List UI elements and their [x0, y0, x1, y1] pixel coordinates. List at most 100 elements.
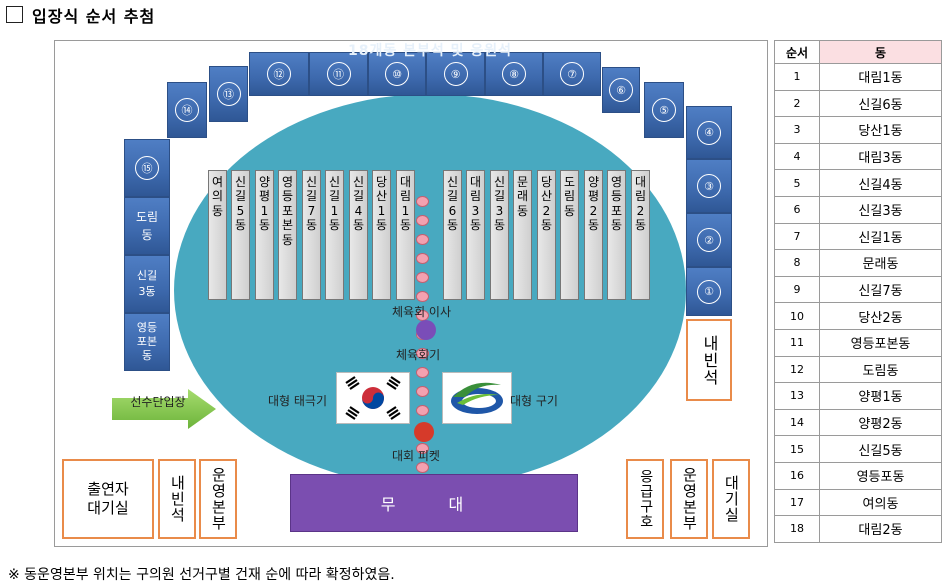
- order-cell: 18: [774, 515, 820, 543]
- order-cell: 16: [774, 461, 820, 490]
- team-bar-mullae: 문 래 동: [513, 170, 532, 300]
- team-bar-singil7: 신 길 7 동: [302, 170, 321, 300]
- order-cell: 7: [774, 222, 820, 251]
- order-cell: 8: [774, 249, 820, 277]
- order-cell: 6: [774, 195, 820, 224]
- order-cell: 11: [774, 328, 820, 357]
- team-bar-label: 영 등 포 본 동: [281, 175, 294, 247]
- team-bar-label: 대 림 3 동: [469, 175, 482, 233]
- dong-cell: 신길3동: [819, 195, 942, 224]
- dong-cell: 문래동: [819, 249, 942, 277]
- title-checkbox[interactable]: [6, 6, 23, 23]
- district-flag: [442, 372, 512, 424]
- stage: 무 대: [290, 474, 578, 532]
- order-cell: 14: [774, 408, 820, 437]
- team-bar-label: 문 래 동: [516, 175, 529, 218]
- dong-cell: 신길7동: [819, 275, 942, 304]
- team-bar-singil1: 신 길 1 동: [325, 170, 344, 300]
- team-bar-label: 대 림 2 동: [634, 175, 647, 233]
- operations-hq-right: 운영본부: [670, 459, 708, 539]
- district-logo-icon: [451, 382, 503, 414]
- singil3-label: 신길 3동: [136, 268, 158, 299]
- team-bar-daerim1: 대 림 1 동: [396, 170, 415, 300]
- dong-cell: 신길6동: [819, 89, 942, 118]
- seat-11: ⑪: [309, 52, 368, 96]
- dong-cell: 당산1동: [819, 116, 942, 144]
- dong-cell: 대림1동: [819, 63, 942, 91]
- seat-left-yeongdeungpo: 영등 포본 동: [124, 313, 170, 371]
- order-cell: 1: [774, 63, 820, 91]
- order-cell: 13: [774, 382, 820, 410]
- team-bar-singil4: 신 길 4 동: [349, 170, 368, 300]
- taegukgi-icon: [345, 376, 401, 420]
- team-bar-singil6: 신 길 6 동: [443, 170, 462, 300]
- seat-10: ⑩: [368, 52, 426, 96]
- seat-left-singil3: 신길 3동: [124, 255, 170, 313]
- picket-marker: [414, 422, 434, 442]
- team-bar-label: 대 림 1 동: [399, 175, 412, 233]
- seat-4: ④: [686, 106, 732, 159]
- athletes-entrance-label: 선수단입장: [130, 395, 186, 409]
- team-bar-label: 신 길 1 동: [328, 175, 341, 233]
- team-bar-singil3: 신 길 3 동: [490, 170, 509, 300]
- main-stand-title: 18개동 본부석 및 응원석: [347, 43, 513, 59]
- seat-2: ②: [686, 213, 732, 267]
- team-bar-yeongdeungpo-bon: 영 등 포 본 동: [278, 170, 297, 300]
- seat-1: ①: [686, 267, 732, 316]
- dorim-label: 도림 동: [135, 210, 159, 242]
- team-bar-label: 여 의 동: [211, 175, 224, 218]
- dong-cell: 신길4동: [819, 169, 942, 197]
- order-cell: 5: [774, 169, 820, 197]
- team-bar-yangpyeong2: 양 평 2 동: [584, 170, 603, 300]
- seat-14: ⑭: [167, 82, 207, 138]
- col-dong-header: 동: [819, 40, 942, 64]
- team-bar-label: 양 평 2 동: [587, 175, 600, 233]
- order-cell: 12: [774, 355, 820, 384]
- dong-cell: 신길1동: [819, 222, 942, 251]
- seat-12: ⑫: [249, 52, 309, 96]
- team-bar-daerim2: 대 림 2 동: [631, 170, 650, 300]
- seat-13: ⑬: [209, 66, 248, 122]
- team-bar-label: 당 산 2 동: [540, 175, 553, 233]
- order-cell: 2: [774, 89, 820, 118]
- seat-left-dorim: 도림 동: [124, 197, 170, 255]
- team-bar-label: 당 산 1 동: [375, 175, 388, 233]
- team-bar-yangpyeong1: 양 평 1 동: [255, 170, 274, 300]
- team-bar-label: 신 길 5 동: [234, 175, 247, 233]
- operations-hq-left: 운영본부: [199, 459, 237, 539]
- vip-seat-left: 내빈석: [158, 459, 196, 539]
- dong-cell: 신길5동: [819, 435, 942, 463]
- team-bar-yeoui: 여 의 동: [208, 170, 227, 300]
- team-bar-label: 신 길 3 동: [493, 175, 506, 233]
- seat-15: ⑮: [124, 139, 170, 197]
- waiting-room-right: 대기실: [712, 459, 750, 539]
- team-bar-daerim3: 대 림 3 동: [466, 170, 485, 300]
- team-bar-label: 도 림 동: [563, 175, 576, 218]
- seat-8: ⑧: [485, 52, 543, 96]
- committee-director-label: 체육회 이사: [392, 305, 452, 319]
- order-cell: 10: [774, 302, 820, 330]
- team-bar-dorim: 도 림 동: [560, 170, 579, 300]
- team-bar-label: 신 길 6 동: [446, 175, 459, 233]
- seat-7: ⑦: [543, 52, 601, 96]
- team-bar-label: 신 길 7 동: [305, 175, 318, 233]
- committee-flag-marker: [416, 320, 436, 340]
- col-order-header: 순서: [774, 40, 820, 64]
- team-bar-yeongdeungpo: 영 등 포 동: [607, 170, 626, 300]
- seat-3: ③: [686, 159, 732, 213]
- dong-cell: 도림동: [819, 355, 942, 384]
- dong-cell: 양평2동: [819, 408, 942, 437]
